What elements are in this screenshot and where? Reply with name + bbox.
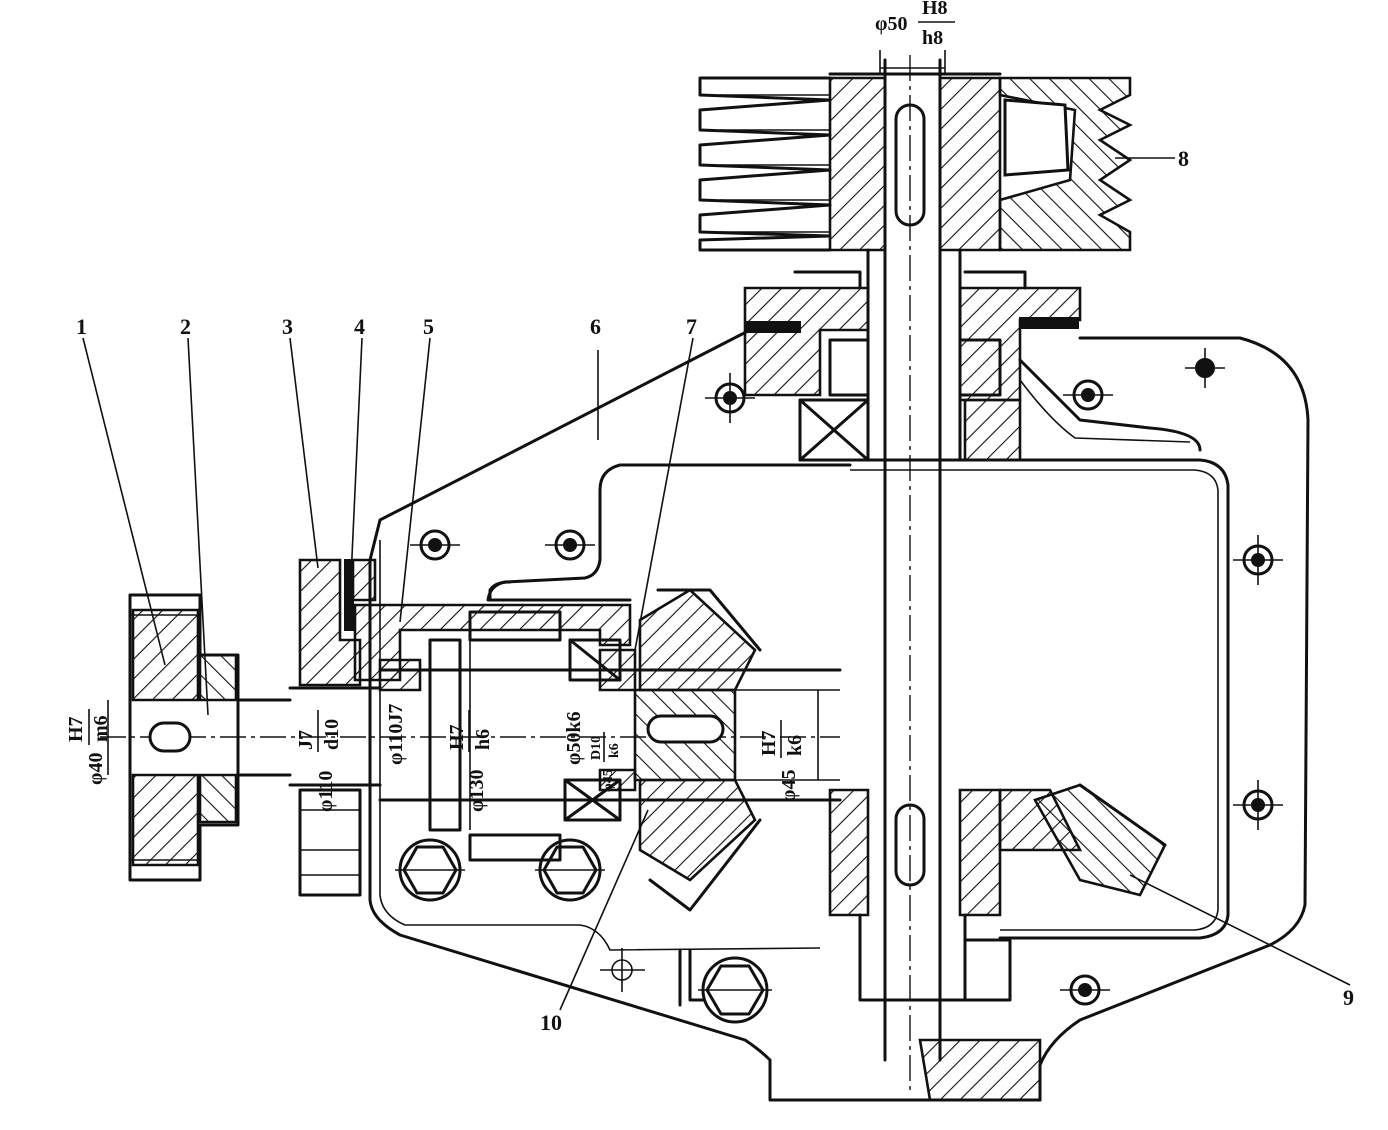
hex-bolt-center — [535, 838, 605, 902]
dim-spacer-fit: φ45 D10 k6 — [589, 732, 622, 792]
dim-bearing-journal: φ50k6 — [563, 711, 585, 765]
dim-bearing-journal-text: φ50k6 — [563, 711, 585, 765]
bolt-right-lower — [1233, 780, 1283, 830]
housing-bolts — [395, 348, 1283, 1024]
leader-lines — [82, 157, 1351, 1011]
bolt-top-right — [1063, 379, 1113, 411]
bolt-mid-left — [410, 529, 460, 561]
part-label-6: 6 — [590, 314, 601, 339]
dim-cover-fit-den: d10 — [321, 719, 343, 750]
dim-cover-fit: φ110 J7 d10 — [295, 710, 343, 812]
dim-spacer-fit-den: k6 — [607, 743, 622, 758]
bolt-right-upper — [1233, 535, 1283, 585]
dim-sleeve-fit-den: h6 — [472, 729, 494, 750]
part-label-2: 2 — [180, 314, 191, 339]
part-label-5: 5 — [423, 314, 434, 339]
bolt-bottom-left — [600, 948, 645, 992]
vertical-shaft — [743, 55, 1082, 1102]
dim-gear-bore-den: k6 — [784, 735, 806, 756]
bolt-mid-center — [545, 529, 595, 561]
dim-spacer-fit-prefix: φ45 — [601, 769, 616, 792]
dim-pulley-bore-num: H8 — [922, 0, 948, 19]
dim-gear-bore: φ45 H7 k6 — [758, 720, 806, 802]
dim-pulley-bore-prefix: φ50 — [875, 13, 907, 35]
part-label-8: 8 — [1178, 146, 1189, 171]
dim-coupling-bore: φ40 H7 m6 — [65, 709, 112, 785]
bolt-top-left — [705, 373, 755, 423]
dim-coupling-bore-num: H7 — [65, 716, 87, 742]
dim-coupling-bore-den: m6 — [90, 715, 112, 742]
dim-coupling-bore-prefix: φ40 — [85, 753, 107, 785]
dim-pulley-bore-den: h8 — [922, 27, 943, 49]
part-label-1: 1 — [76, 314, 87, 339]
gear-housing — [368, 328, 1310, 1102]
pulley — [698, 72, 1133, 252]
part-label-3: 3 — [282, 314, 293, 339]
dim-cover-fit-prefix: φ110 — [315, 771, 337, 812]
bolt-bottom-right — [1060, 974, 1110, 1006]
hex-bolt-bottom — [698, 956, 772, 1024]
dim-housing-bore: φ110J7 — [385, 704, 407, 765]
dim-sleeve-fit-num: H7 — [446, 724, 468, 750]
part-label-7: 7 — [686, 314, 697, 339]
large-bevel-gear — [998, 783, 1167, 897]
dim-gear-bore-prefix: φ45 — [778, 770, 800, 802]
dim-pulley-bore: φ50 H8 h8 — [875, 0, 955, 75]
part-label-4: 4 — [354, 314, 365, 339]
end-cover — [298, 558, 377, 897]
dim-sleeve-fit: φ130 H7 h6 — [446, 710, 494, 812]
part-label-10: 10 — [540, 1010, 562, 1035]
dim-housing-bore-text: φ110J7 — [385, 704, 407, 765]
small-bevel-gear — [633, 588, 840, 912]
part-label-9: 9 — [1343, 985, 1354, 1010]
dim-sleeve-fit-prefix: φ130 — [466, 770, 488, 812]
dim-spacer-fit-num: D10 — [589, 736, 604, 760]
bolt-far-top-right — [1185, 348, 1225, 388]
dimension-annotations: φ50 H8 h8 φ40 H7 m6 φ110 J7 d10 φ110J7 — [65, 0, 955, 830]
bearing-sleeve — [353, 580, 637, 822]
part-labels: 1 2 3 4 5 6 7 8 9 10 — [76, 146, 1354, 1035]
dim-cover-fit-num: J7 — [295, 730, 317, 750]
dim-gear-bore-num: H7 — [758, 730, 780, 756]
coupling — [128, 593, 240, 882]
hex-bolt-left — [395, 838, 465, 902]
